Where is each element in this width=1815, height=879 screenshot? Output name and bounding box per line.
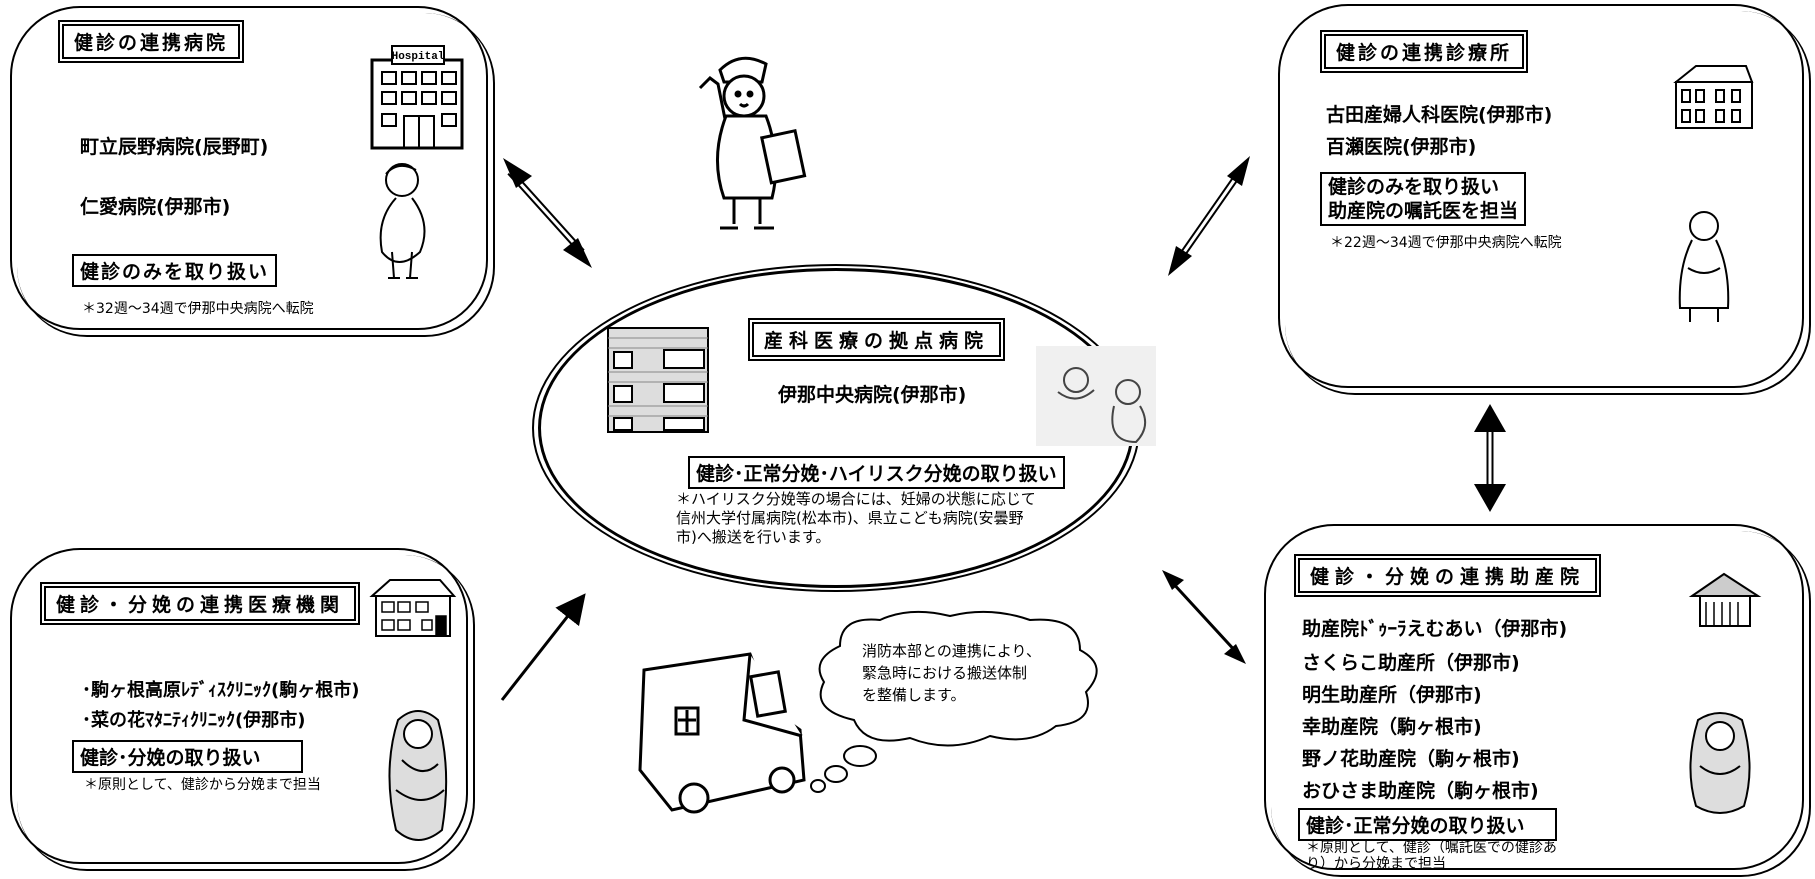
- transfer-note: ＊22週～34週で伊那中央病院へ転院: [1330, 235, 1562, 251]
- mother-baby-icon: [1036, 346, 1156, 446]
- midwifery-item: 助産院ﾄﾞｩｰﾗえむあい（伊那市): [1302, 618, 1568, 640]
- panel-checkup-clinics: 健診の連携診療所 古田産婦人科医院(伊那市) 百瀬医院(伊那市) 健診のみを取り…: [1278, 4, 1811, 395]
- note-line: ＊原則として、健診（嘱託医での健診あ: [1306, 840, 1557, 856]
- role-line: 健診のみを取り扱い: [1328, 176, 1500, 198]
- pregnant-woman-icon: [1678, 211, 1730, 322]
- note-line: 市)へ搬送を行います。: [676, 528, 831, 546]
- note-line: り）から分娩まで担当: [1306, 856, 1446, 872]
- transfer-note: ＊32週～34週で伊那中央病院へ転院: [82, 301, 314, 317]
- panel-checkup-delivery-institutions: 健診・分娩の連携医療機関 ･駒ヶ根高原ﾚﾃﾞｨｽｸﾘﾆｯｸ(駒ヶ根市) ･菜の花…: [10, 548, 475, 871]
- midwifery-item: 野ノ花助産院（駒ヶ根市): [1302, 748, 1520, 770]
- clinic-item: 百瀬医院(伊那市): [1326, 136, 1477, 158]
- panel-checkup-hospitals: 健診の連携病院 町立辰野病院(辰野町) 仁愛病院(伊那市) 健診のみを取り扱い …: [10, 6, 495, 337]
- thought-bubble: [810, 610, 1098, 793]
- clinic-item: 古田産婦人科医院(伊那市): [1326, 104, 1553, 126]
- role-label: 健診のみを取り扱い 助産院の嘱託医を担当: [1320, 172, 1527, 226]
- midwife-house-icon: [1688, 572, 1762, 627]
- role-line: 助産院の嘱託医を担当: [1328, 200, 1519, 222]
- panel-title: 健診の連携病院: [58, 20, 245, 63]
- institution-item: ･駒ヶ根高原ﾚﾃﾞｨｽｸﾘﾆｯｸ(駒ヶ根市): [82, 680, 360, 701]
- panel-title: 健診・分娩の連携助産院: [1294, 554, 1602, 597]
- arrow-top-right: [1168, 156, 1250, 276]
- svg-text:Hospital: Hospital: [392, 51, 445, 63]
- swaddled-baby-icon: [388, 710, 448, 841]
- scope-note: ＊原則として、健診から分娩まで担当: [84, 777, 321, 793]
- institution-item: ･菜の花ﾏﾀﾆﾃｨｸﾘﾆｯｸ(伊那市): [82, 710, 306, 731]
- arrow-bottom-right: [1162, 570, 1246, 664]
- ambulance-icon: [638, 652, 806, 814]
- role-label: 健診のみを取り扱い: [72, 254, 278, 287]
- center-title: 産科医療の拠点病院: [748, 318, 1006, 361]
- hospital-item: 町立辰野病院(辰野町): [80, 136, 269, 158]
- house-icon: [369, 579, 457, 637]
- hospital-building-icon: Hospital: [370, 45, 464, 150]
- thought-bubble-text: 消防本部との連携により、 緊急時における搬送体制 を整備します。: [862, 640, 1041, 706]
- swaddled-baby-icon: [1689, 712, 1751, 814]
- arrow-bottom-left: [500, 593, 586, 701]
- note-line: ＊ハイリスク分娩等の場合には、妊婦の状態に応じて: [676, 490, 1036, 508]
- core-hospital-name: 伊那中央病院(伊那市): [778, 384, 967, 406]
- arrow-top-left: [503, 158, 592, 268]
- role-label: 健診･正常分娩の取り扱い: [1298, 808, 1557, 841]
- apartment-building-icon: [607, 327, 709, 433]
- panel-title: 健診の連携診療所: [1320, 30, 1529, 73]
- panel-title: 健診・分娩の連携医療機関: [40, 582, 361, 625]
- midwifery-item: おひさま助産院（駒ヶ根市): [1302, 780, 1539, 802]
- transfer-note: ＊ハイリスク分娩等の場合には、妊婦の状態に応じて 信州大学付属病院(松本市)、県…: [676, 490, 1036, 547]
- role-label: 健診･分娩の取り扱い: [72, 740, 303, 773]
- bubble-line: 消防本部との連携により、: [862, 642, 1041, 660]
- nurse-icon: [698, 56, 807, 230]
- bubble-line: 緊急時における搬送体制: [862, 664, 1028, 682]
- midwifery-item: さくらこ助産所（伊那市): [1302, 652, 1520, 674]
- role-label: 健診･正常分娩･ハイリスク分娩の取り扱い: [688, 456, 1065, 489]
- pregnant-woman-icon: [379, 163, 426, 279]
- bubble-line: を整備します。: [862, 686, 966, 704]
- note-line: 信州大学付属病院(松本市)、県立こども病院(安曇野: [676, 509, 1024, 527]
- midwifery-item: 明生助産所（伊那市): [1302, 684, 1482, 706]
- scope-note: ＊原則として、健診（嘱託医での健診あ り）から分娩まで担当: [1306, 840, 1557, 872]
- midwifery-item: 幸助産院（駒ヶ根市): [1302, 716, 1482, 738]
- clinic-building-icon: [1673, 65, 1754, 129]
- hospital-item: 仁愛病院(伊那市): [80, 196, 231, 218]
- arrow-right-vertical: [1474, 404, 1506, 512]
